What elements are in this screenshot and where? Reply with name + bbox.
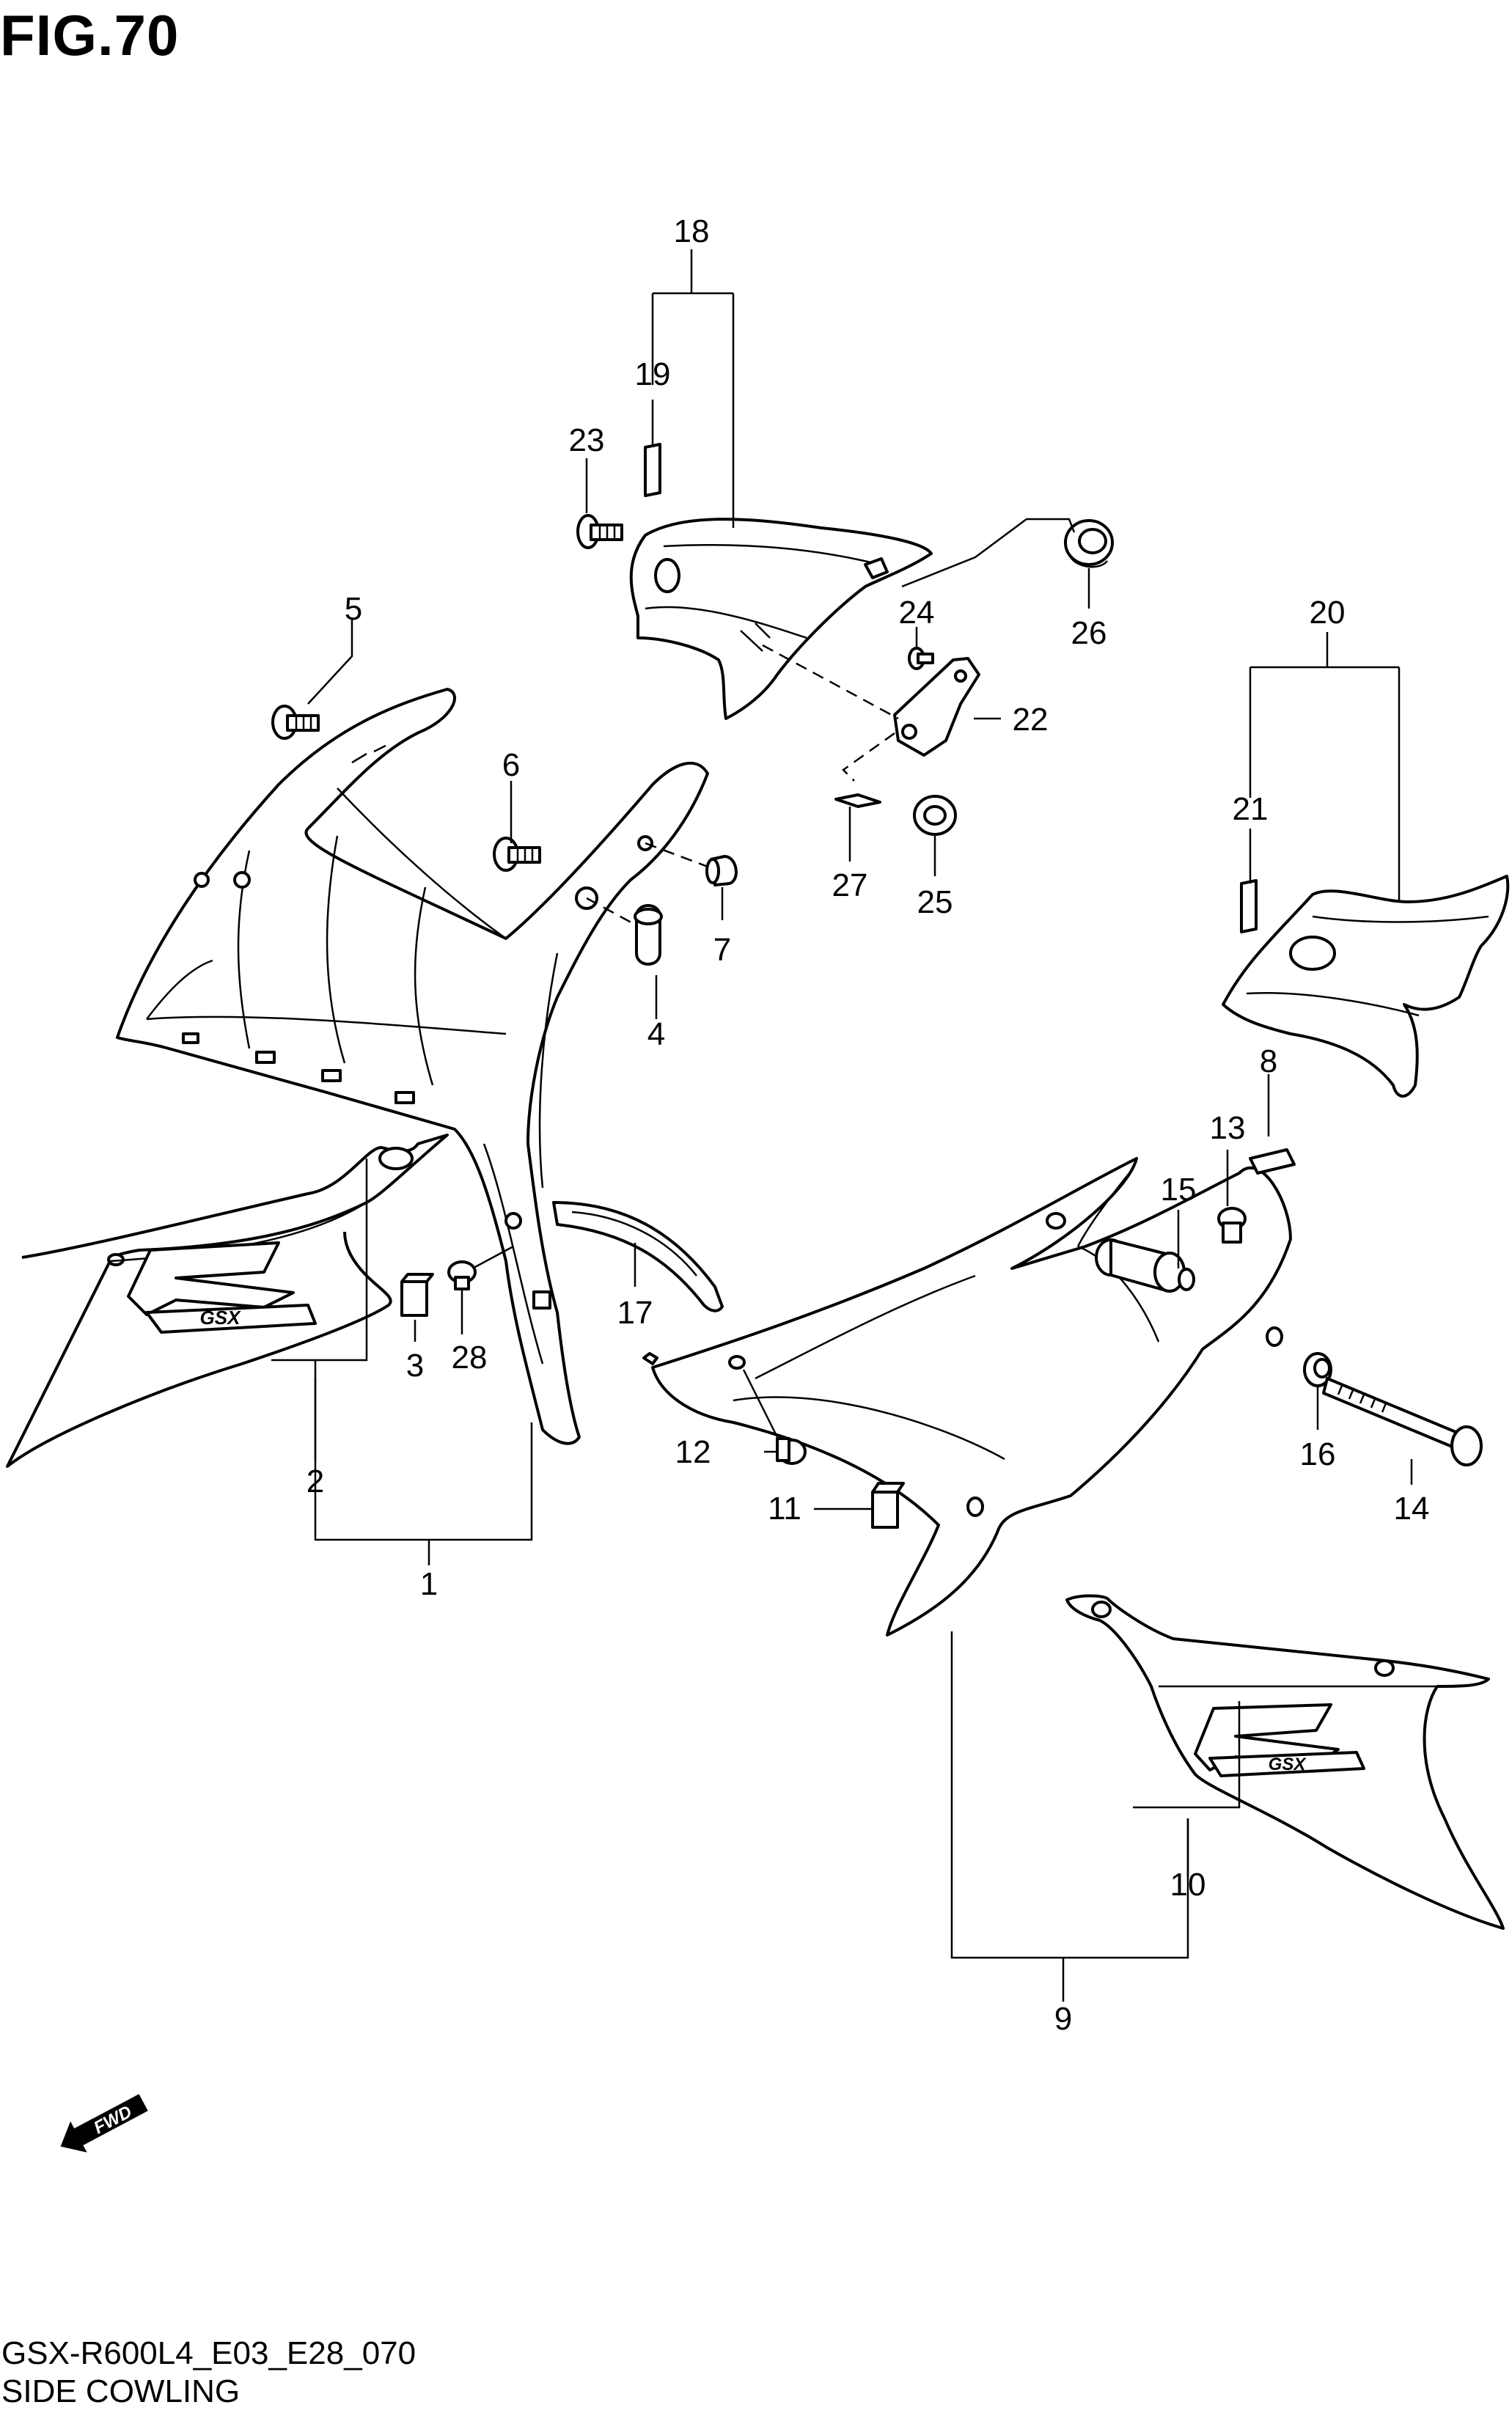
callout-24: 24	[899, 595, 935, 631]
gsx-text-left: GSX	[200, 1307, 242, 1329]
label-27-icon	[834, 793, 881, 808]
callout-8: 8	[1260, 1043, 1277, 1079]
figure-name: SIDE COWLING	[1, 2373, 241, 2409]
inner-panel-assembly	[629, 518, 933, 720]
callout-22: 22	[1013, 702, 1049, 738]
figure-title: FIG.70	[0, 3, 180, 67]
trim-strip-17-icon	[552, 1201, 724, 1312]
inner-cover-20	[1222, 875, 1510, 1098]
bracket-22-icon	[893, 657, 980, 757]
callout-labels: 1 2 3 4 5 6 7 8 9 10 11 12 13 14 15 16 1…	[307, 213, 1430, 2037]
bolt-5-icon	[271, 705, 320, 740]
callout-10: 10	[1170, 1867, 1206, 1903]
callout-17: 17	[617, 1295, 653, 1331]
bolt-12-icon	[776, 1437, 807, 1465]
spacer-15-icon	[1095, 1238, 1195, 1293]
callout-3: 3	[406, 1348, 424, 1384]
callout-20: 20	[1310, 595, 1346, 631]
gsxr-logo-right: GSX	[1194, 1703, 1365, 1777]
bolt-14-icon	[1322, 1377, 1483, 1466]
gsx-text-right: GSX	[1269, 1755, 1307, 1774]
pin-28-icon	[447, 1260, 477, 1290]
fwd-arrow-icon: FWD	[60, 2093, 148, 2153]
callout-26: 26	[1071, 615, 1107, 651]
callout-25: 25	[917, 884, 953, 920]
callout-18: 18	[674, 213, 710, 249]
callout-23: 23	[569, 422, 605, 458]
callout-15: 15	[1161, 1172, 1197, 1208]
figure-code: GSX-R600L4_E03_E28_070	[1, 2335, 416, 2371]
clip-11-icon	[871, 1482, 905, 1529]
grommet-4-icon	[634, 904, 663, 966]
callout-11: 11	[768, 1491, 801, 1527]
screw-24-icon	[908, 647, 934, 670]
callout-21: 21	[1233, 791, 1269, 827]
callout-13: 13	[1210, 1110, 1246, 1146]
callout-19: 19	[635, 356, 671, 392]
callout-2: 2	[307, 1463, 324, 1499]
callout-27: 27	[832, 867, 868, 903]
callout-12: 12	[675, 1434, 711, 1470]
callout-7: 7	[713, 932, 731, 968]
clip-3-icon	[400, 1273, 434, 1317]
clip-13-icon	[1217, 1207, 1247, 1244]
side-cowling-right	[642, 1157, 1292, 1637]
callout-16: 16	[1300, 1436, 1336, 1472]
callout-14: 14	[1394, 1491, 1430, 1527]
gsxr-logo-left: GSX	[127, 1241, 317, 1334]
label-19-icon	[644, 443, 661, 497]
fastener-7-icon	[705, 855, 738, 886]
callout-28: 28	[452, 1340, 488, 1376]
label-21-icon	[1240, 879, 1258, 933]
fwd-label: FWD	[90, 2102, 135, 2138]
callout-6: 6	[502, 747, 520, 783]
grommet-26-icon	[1064, 519, 1114, 568]
label-8-icon	[1249, 1148, 1296, 1175]
bolt-23-icon	[576, 514, 623, 549]
bolt-6-icon	[493, 837, 541, 872]
callout-5: 5	[345, 591, 362, 627]
callout-4: 4	[647, 1016, 665, 1052]
callout-1: 1	[420, 1566, 438, 1602]
callout-9: 9	[1054, 2001, 1072, 2037]
grommet-25-icon	[913, 795, 957, 836]
